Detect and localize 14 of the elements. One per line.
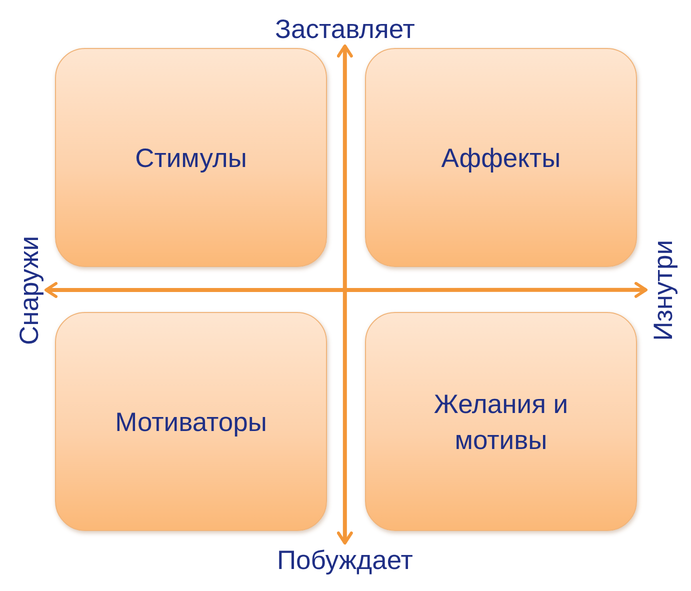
axis-label: Изнутри <box>648 240 678 340</box>
axis-label: Заставляет <box>275 14 415 44</box>
quadrant-box <box>365 312 637 531</box>
quadrant-label: Желания и мотивы <box>432 388 570 456</box>
quadrant-box <box>365 48 637 267</box>
quadrant-box <box>55 312 327 531</box>
axis-label: Снаружи <box>14 236 44 345</box>
axis-label: Побуждает <box>277 545 413 575</box>
axis-arrow <box>44 282 648 298</box>
quadrant-label: Мотиваторы <box>115 406 267 438</box>
quadrant-label: Стимулы <box>135 142 247 174</box>
quadrant-box <box>55 48 327 267</box>
axis-arrow <box>336 44 353 544</box>
quadrant-label: Аффекты <box>441 142 561 174</box>
